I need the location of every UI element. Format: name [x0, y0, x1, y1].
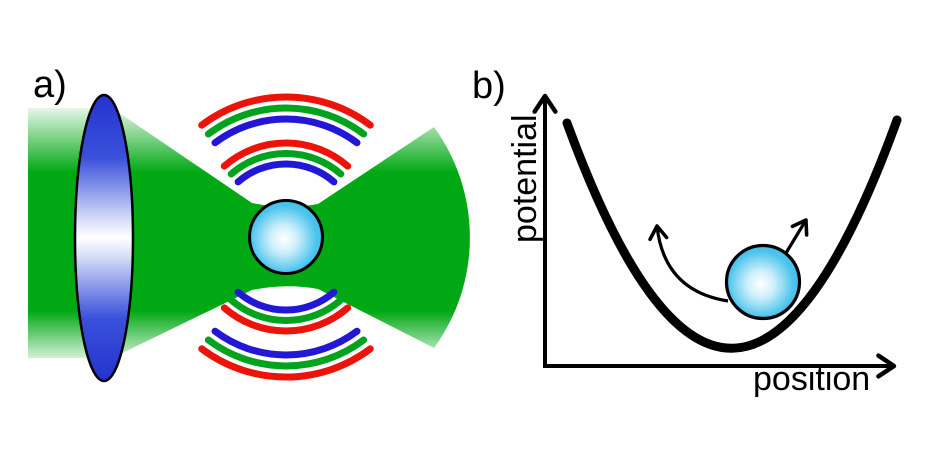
x-axis-label: position	[753, 360, 870, 398]
wavefronts-bottom-inner	[220, 288, 352, 335]
oscillation-arrow	[648, 224, 729, 303]
panel-a-label: a)	[33, 64, 67, 106]
wavefront-arc-blue	[211, 327, 361, 359]
wavefront-arc-red	[220, 139, 352, 170]
potential-well-curve	[562, 115, 902, 353]
y-axis-label: potential	[506, 114, 544, 243]
wavefront-arc-red	[198, 93, 374, 129]
wavefront-arc-green	[227, 296, 345, 324]
wavefronts-bottom-outer	[198, 327, 374, 381]
wavefront-arc-green	[227, 150, 345, 178]
scattered-wavefronts	[198, 93, 374, 381]
wavefront-arc-green	[204, 336, 368, 370]
wavefronts-top-outer	[198, 93, 374, 147]
arrow-up-right	[784, 218, 809, 254]
panel-a: a)	[28, 64, 470, 383]
panel-b-label: b)	[472, 65, 506, 107]
wavefront-arc-blue	[211, 115, 361, 147]
wavefront-arc-red	[220, 304, 352, 335]
oscillating-particle	[724, 243, 802, 321]
wavefront-arc-blue	[234, 160, 338, 186]
lens	[73, 93, 135, 383]
trapped-particle	[248, 199, 324, 275]
wavefront-arc-blue	[234, 288, 338, 314]
wavefront-arc-red	[198, 345, 374, 381]
wavefronts-top-inner	[220, 139, 352, 186]
panel-b: b) potential position	[472, 65, 902, 398]
wavefront-arc-green	[204, 104, 368, 138]
